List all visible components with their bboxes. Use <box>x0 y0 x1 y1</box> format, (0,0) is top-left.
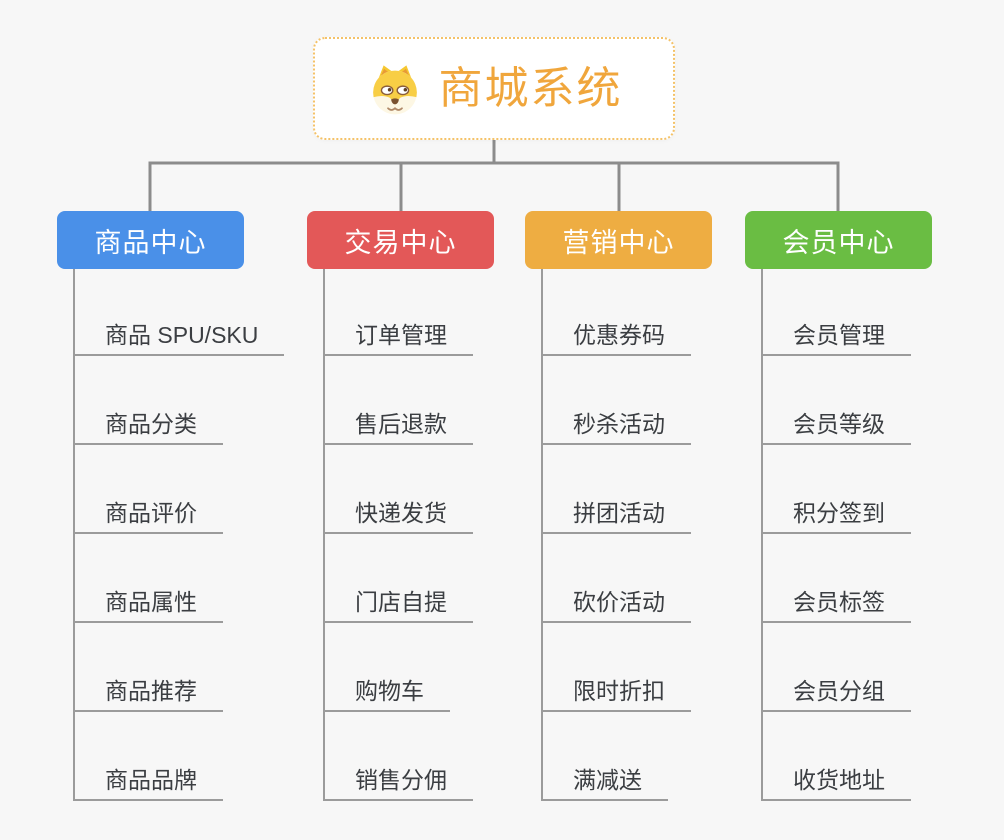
leaf-node[interactable]: 满减送 <box>543 712 668 801</box>
leaf-node[interactable]: 秒杀活动 <box>543 356 691 445</box>
leaf-node[interactable]: 会员分组 <box>763 623 911 712</box>
branch-column-member-center: 会员中心 会员管理 会员等级 积分签到 会员标签 会员分组 收货地址 <box>745 211 975 801</box>
leaf-node[interactable]: 快递发货 <box>325 445 473 534</box>
branch-node-marketing-center[interactable]: 营销中心 <box>525 211 712 269</box>
leaf-node[interactable]: 优惠券码 <box>543 269 691 356</box>
branch-leaves-trade-center: 订单管理 售后退款 快递发货 门店自提 购物车 销售分佣 <box>323 269 473 801</box>
leaf-node[interactable]: 收货地址 <box>763 712 911 801</box>
leaf-node[interactable]: 售后退款 <box>325 356 473 445</box>
leaf-node[interactable]: 会员等级 <box>763 356 911 445</box>
branch-node-trade-center[interactable]: 交易中心 <box>307 211 494 269</box>
leaf-node[interactable]: 砍价活动 <box>543 534 691 623</box>
branch-node-product-center[interactable]: 商品中心 <box>57 211 244 269</box>
leaf-node[interactable]: 积分签到 <box>763 445 911 534</box>
leaf-node[interactable]: 商品分类 <box>75 356 223 445</box>
leaf-node[interactable]: 拼团活动 <box>543 445 691 534</box>
branch-column-trade-center: 交易中心 订单管理 售后退款 快递发货 门店自提 购物车 销售分佣 <box>307 211 537 801</box>
leaf-node[interactable]: 会员标签 <box>763 534 911 623</box>
leaf-node[interactable]: 订单管理 <box>325 269 473 356</box>
leaf-node[interactable]: 商品品牌 <box>75 712 223 801</box>
branch-column-product-center: 商品中心 商品 SPU/SKU 商品分类 商品评价 商品属性 商品推荐 商品品牌 <box>57 211 287 801</box>
leaf-node[interactable]: 销售分佣 <box>325 712 473 801</box>
leaf-node[interactable]: 门店自提 <box>325 534 473 623</box>
leaf-node[interactable]: 限时折扣 <box>543 623 691 712</box>
leaf-node[interactable]: 商品评价 <box>75 445 223 534</box>
branch-leaves-product-center: 商品 SPU/SKU 商品分类 商品评价 商品属性 商品推荐 商品品牌 <box>73 269 285 801</box>
leaf-node[interactable]: 商品推荐 <box>75 623 223 712</box>
leaf-node[interactable]: 商品属性 <box>75 534 223 623</box>
branch-leaves-member-center: 会员管理 会员等级 积分签到 会员标签 会员分组 收货地址 <box>761 269 911 801</box>
leaf-node[interactable]: 购物车 <box>325 623 450 712</box>
branch-leaves-marketing-center: 优惠券码 秒杀活动 拼团活动 砍价活动 限时折扣 满减送 <box>541 269 691 801</box>
branch-column-marketing-center: 营销中心 优惠券码 秒杀活动 拼团活动 砍价活动 限时折扣 满减送 <box>525 211 755 801</box>
root-node-mall-system[interactable]: 商城系统 <box>313 37 675 140</box>
dog-face-icon <box>372 64 417 114</box>
leaf-node[interactable]: 商品 SPU/SKU <box>75 269 285 356</box>
branch-node-member-center[interactable]: 会员中心 <box>745 211 932 269</box>
root-title: 商城系统 <box>438 63 623 113</box>
leaf-node[interactable]: 会员管理 <box>763 269 911 356</box>
